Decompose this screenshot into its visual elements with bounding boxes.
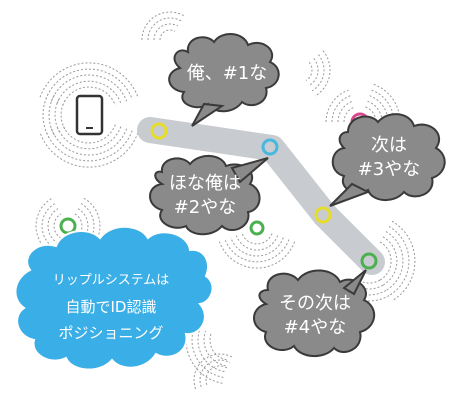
ripple-arc	[379, 241, 392, 281]
ripple-arc	[199, 359, 231, 387]
speech-bubble-4-tail	[342, 269, 367, 296]
ripple-arc	[45, 130, 133, 162]
bubble-3-text: 次は #3やな	[336, 134, 442, 182]
ripple-arc	[83, 197, 101, 255]
bubble-2-line-1: ほな俺は	[169, 173, 241, 194]
ripple-arc	[388, 225, 410, 297]
bubble-2-line-2: #2やな	[173, 197, 237, 218]
tablet-icon	[75, 94, 104, 136]
ripple-arc	[218, 241, 296, 269]
ripple-arc	[42, 91, 50, 139]
ripple-arc	[62, 124, 116, 144]
ripple-arc	[308, 58, 319, 87]
info-cloud-line-1: リップルシステムは	[52, 273, 170, 288]
bubble-4-line-1: その次は	[279, 293, 351, 314]
ripple-arc	[54, 97, 61, 133]
ripple-arc	[50, 74, 128, 102]
ripple-arc	[147, 17, 182, 41]
ripple-arc	[391, 220, 416, 302]
info-cloud	[14, 225, 214, 371]
ripple-arc	[47, 208, 59, 244]
ripple-arc	[48, 94, 55, 136]
speech-bubble-2	[149, 155, 261, 236]
bubble-3-line-2: #3やな	[357, 159, 421, 180]
bubble-1-line-1: 俺、#1な	[186, 63, 268, 84]
ripple-arc	[325, 89, 349, 123]
route-node-3	[314, 206, 332, 224]
speech-bubble-1-tail	[191, 102, 225, 127]
ripple-arc	[197, 328, 225, 372]
ripple-arc	[56, 126, 122, 150]
marker-ring-green	[59, 217, 77, 235]
bubble-2-text: ほな俺は #2やな	[150, 172, 260, 220]
ripple-arc	[39, 62, 139, 98]
ripple-arc	[230, 237, 284, 257]
ripple-arc	[314, 50, 331, 97]
ripple-arc	[60, 100, 66, 130]
ripple-arc	[382, 236, 398, 286]
route-node-2	[261, 138, 279, 156]
ripple-arc	[53, 213, 62, 239]
route-track	[137, 117, 385, 275]
speech-bubble-3-tail	[329, 182, 371, 207]
ripple-arc	[331, 95, 351, 123]
bubble-1-text: 俺、#1な	[172, 62, 282, 86]
ripple-arc	[56, 80, 122, 104]
marker-ring-green	[249, 220, 265, 236]
route-node-4	[360, 252, 378, 270]
info-cloud-line-3: ポジショニング	[58, 324, 164, 342]
route-node-1	[150, 122, 168, 140]
speech-bubble-1	[168, 33, 280, 113]
speech-bubble-2-tail	[230, 157, 269, 184]
ripple-arc	[159, 29, 176, 41]
ripple-arc	[50, 128, 128, 156]
ripple-arc	[385, 231, 404, 291]
info-cloud-text: リップルシステムは 自動でID認識 ポジショニング	[26, 266, 196, 346]
ripple-arc	[350, 282, 384, 290]
ripple-arc	[141, 11, 185, 41]
bubble-4-line-2: #4やな	[283, 317, 347, 338]
ripple-arc	[62, 86, 116, 106]
ripple-arc	[45, 68, 133, 100]
ripple-arc	[203, 330, 226, 367]
ripple-arc	[153, 23, 179, 41]
ripple-arc	[241, 233, 273, 245]
ripple-arc	[235, 235, 279, 251]
ripple-arc	[311, 54, 325, 92]
bubble-4-text: その次は #4やな	[258, 292, 372, 340]
ripple-arc	[205, 365, 228, 385]
speech-bubble-3	[331, 113, 446, 201]
ripple-arc	[337, 100, 353, 123]
ripple-arc	[191, 326, 224, 378]
bubble-3-line-1: 次は	[371, 135, 407, 156]
ripple-arc	[39, 132, 139, 168]
ripple-arc	[209, 333, 227, 361]
ripple-arc	[343, 106, 355, 123]
ripple-arc	[185, 324, 223, 384]
ripple-arc	[224, 239, 290, 263]
ripple-arc	[305, 61, 313, 81]
info-cloud-line-2: 自動でID認識	[65, 298, 157, 316]
speech-bubble-4	[253, 269, 375, 357]
